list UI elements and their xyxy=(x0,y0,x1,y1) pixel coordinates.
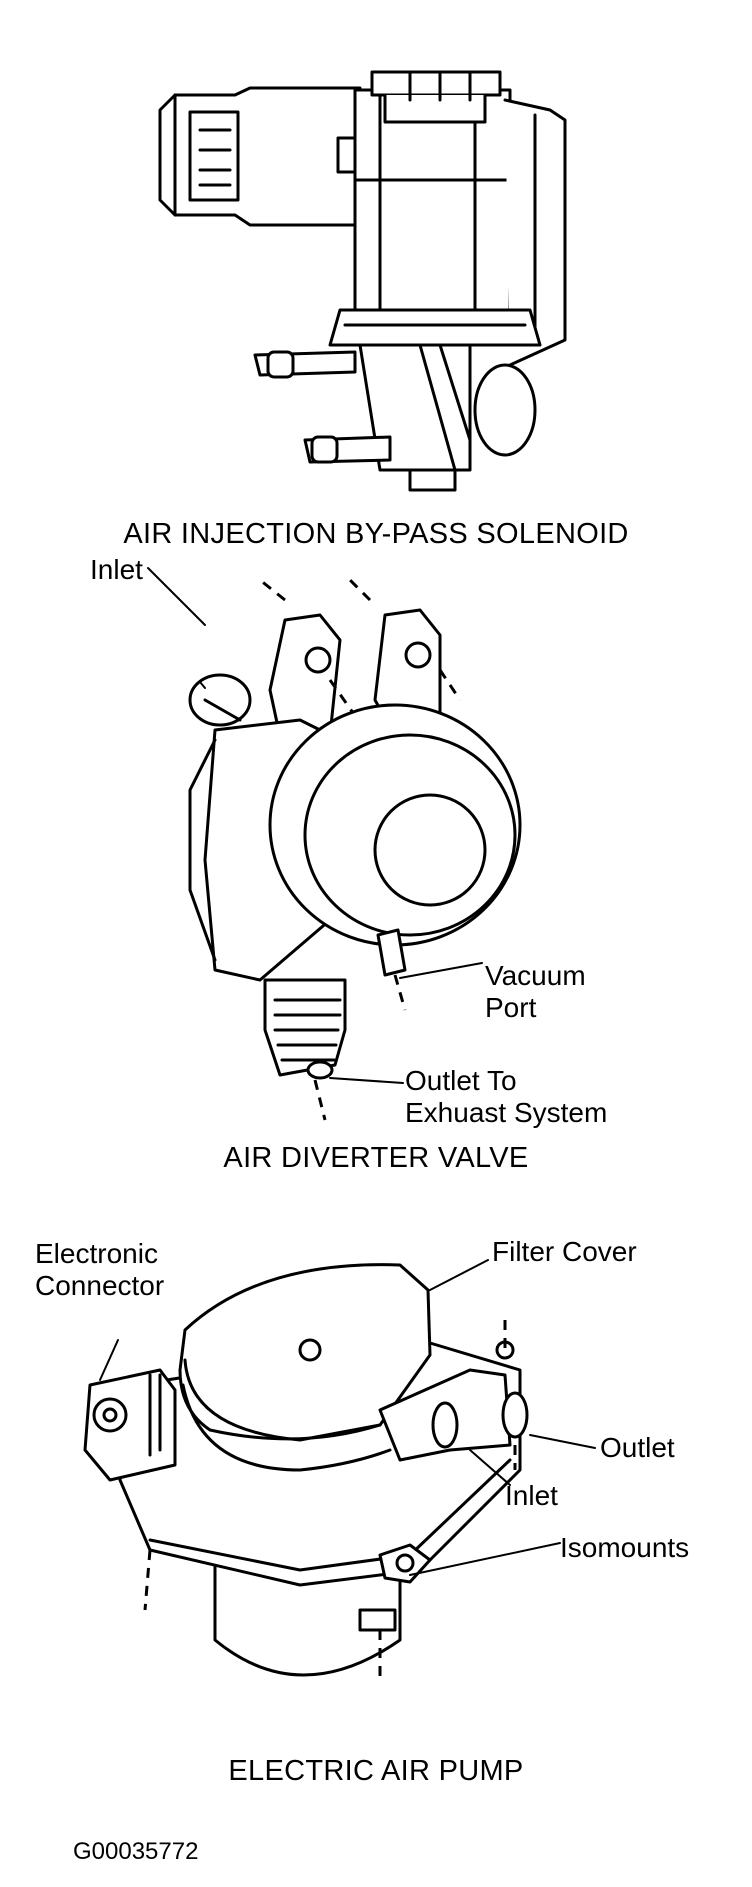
filter-cover-label: Filter Cover xyxy=(492,1236,637,1267)
solenoid-caption: AIR INJECTION BY-PASS SOLENOID xyxy=(123,518,629,550)
reference-code: G00035772 xyxy=(73,1838,199,1865)
air-pump-figure: Electronic Connector Filter Cover Outlet… xyxy=(0,1210,752,1810)
solenoid-drawing xyxy=(158,70,567,492)
isomounts-label: Isomounts xyxy=(560,1532,690,1563)
air-pump-caption: ELECTRIC AIR PUMP xyxy=(228,1755,524,1787)
electronic-connector-label: Electronic Connector xyxy=(35,1238,165,1301)
outlet-exhaust-label: Outlet To Exhuast System xyxy=(405,1065,608,1128)
solenoid-figure: AIR INJECTION BY-PASS SOLENOID xyxy=(0,0,752,560)
vacuum-port-label: Vacuum Port xyxy=(485,960,586,1023)
diverter-valve-figure: Inlet Vacuum Port Outlet To Exhuast Syst… xyxy=(0,554,752,1210)
air-pump-drawing xyxy=(83,1259,596,1680)
pump-outlet-label: Outlet xyxy=(600,1432,675,1463)
diverter-valve-drawing xyxy=(147,567,522,1121)
diverter-valve-caption: AIR DIVERTER VALVE xyxy=(223,1142,529,1174)
pump-inlet-label: Inlet xyxy=(505,1480,558,1511)
